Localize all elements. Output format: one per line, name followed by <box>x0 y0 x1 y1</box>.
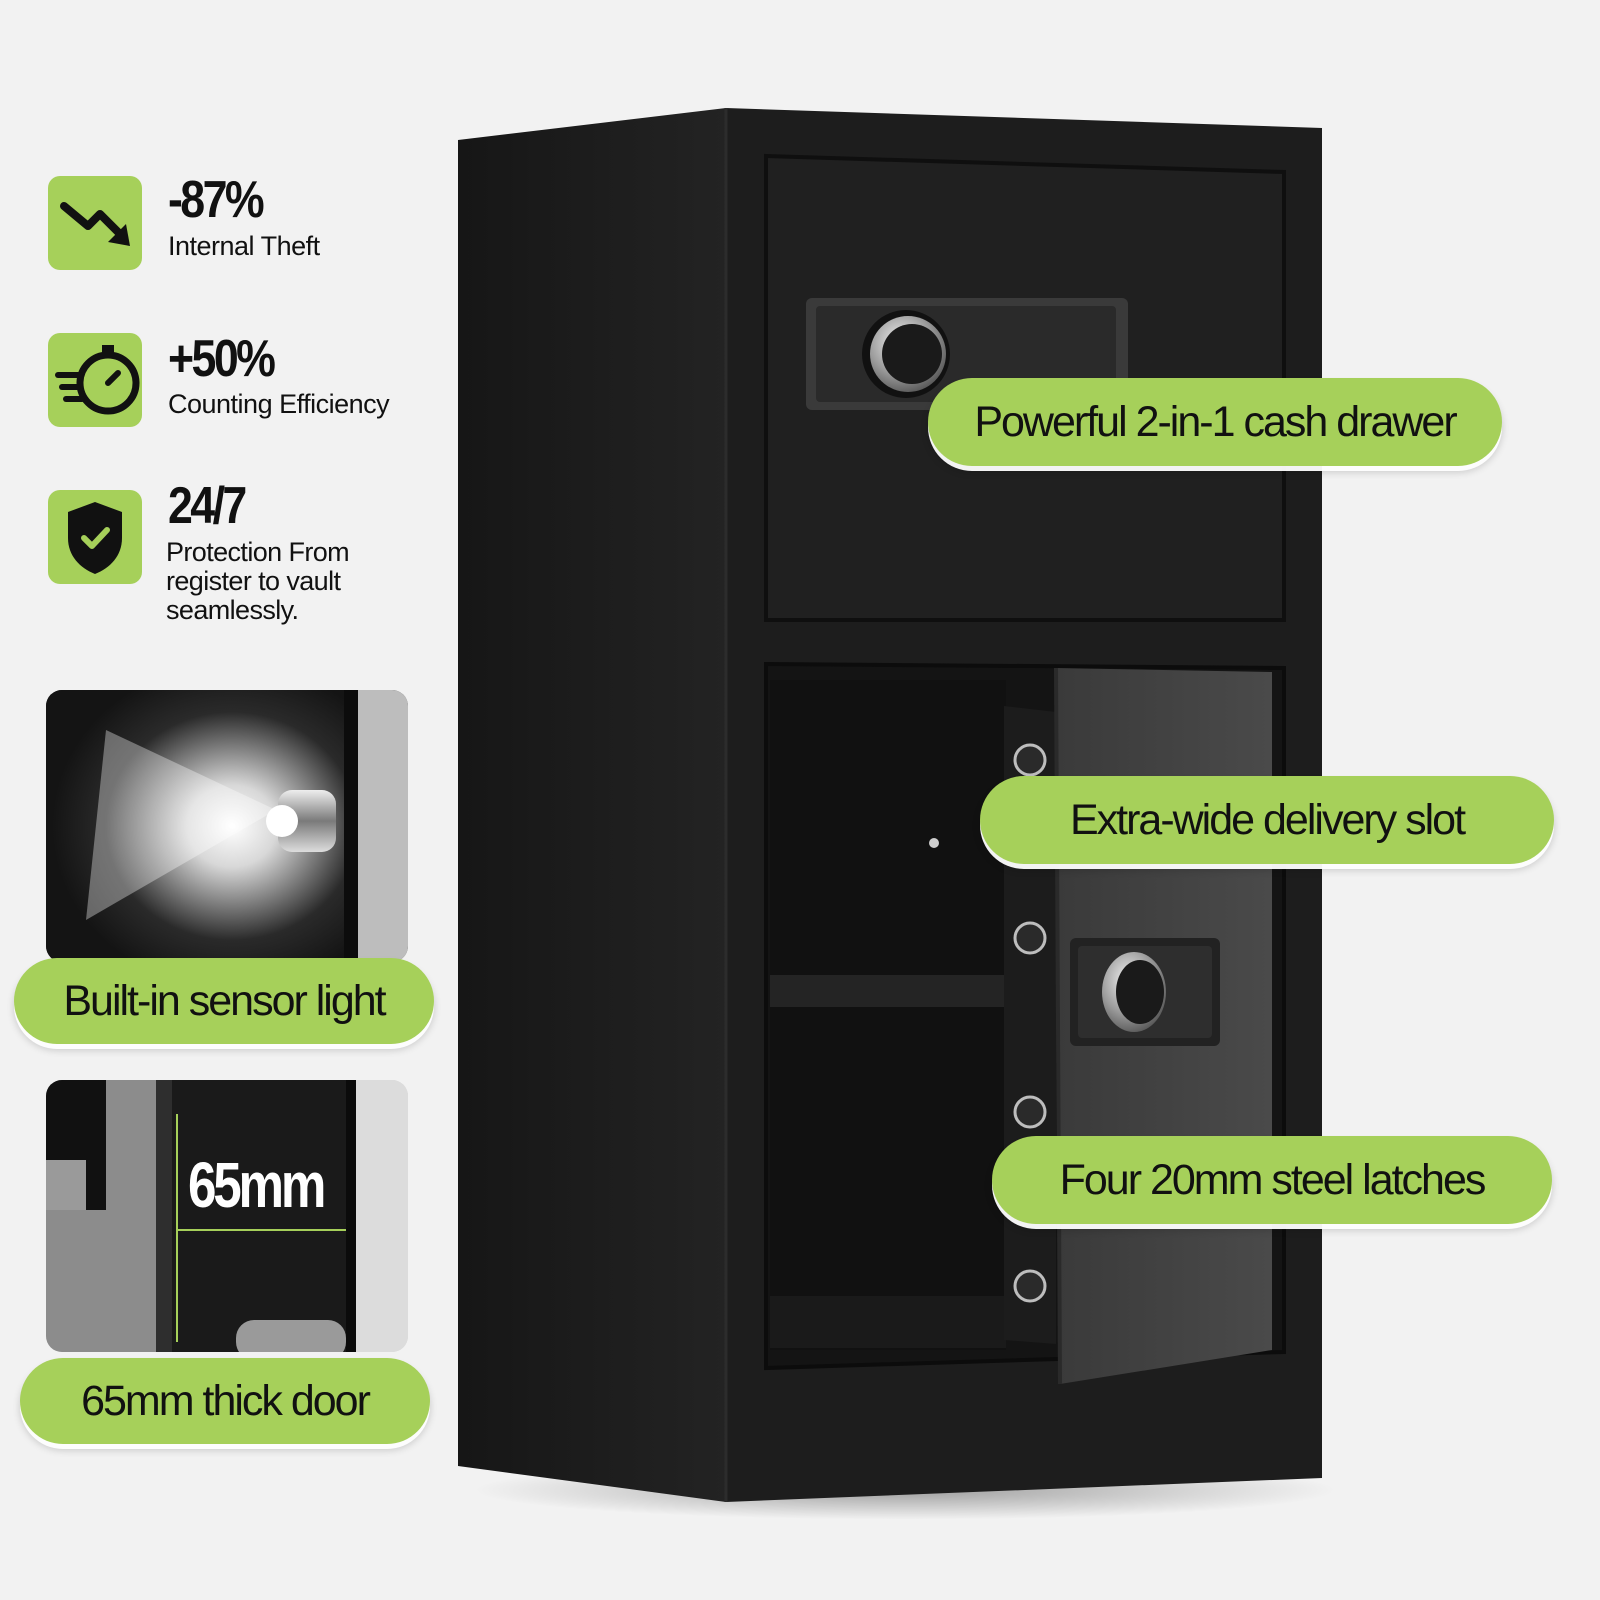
stopwatch-icon <box>48 333 142 427</box>
sensor-light-label: Built-in sensor light <box>14 958 434 1044</box>
theft-stat-value: -87% <box>168 171 265 229</box>
theft-stat-label: Internal Theft <box>168 231 320 261</box>
protection-stat-value: 24/7 <box>168 477 247 535</box>
protection-stat-label: Protection From register to vault seamle… <box>166 537 350 625</box>
sensor-light-photo <box>46 690 408 962</box>
efficiency-stat-value: +50% <box>168 330 276 388</box>
cash-drawer-label: Powerful 2-in-1 cash drawer <box>928 378 1502 466</box>
thick-door-label: 65mm thick door <box>20 1358 430 1444</box>
efficiency-stat-label: Counting Efficiency <box>168 389 390 419</box>
thickness-callout: 65mm <box>188 1149 326 1221</box>
shield-check-icon <box>48 490 142 584</box>
trend-down-icon <box>48 176 142 270</box>
delivery-slot-label: Extra-wide delivery slot <box>980 776 1554 864</box>
thick-door-photo <box>46 1080 408 1352</box>
steel-latches-label: Four 20mm steel latches <box>992 1136 1552 1224</box>
